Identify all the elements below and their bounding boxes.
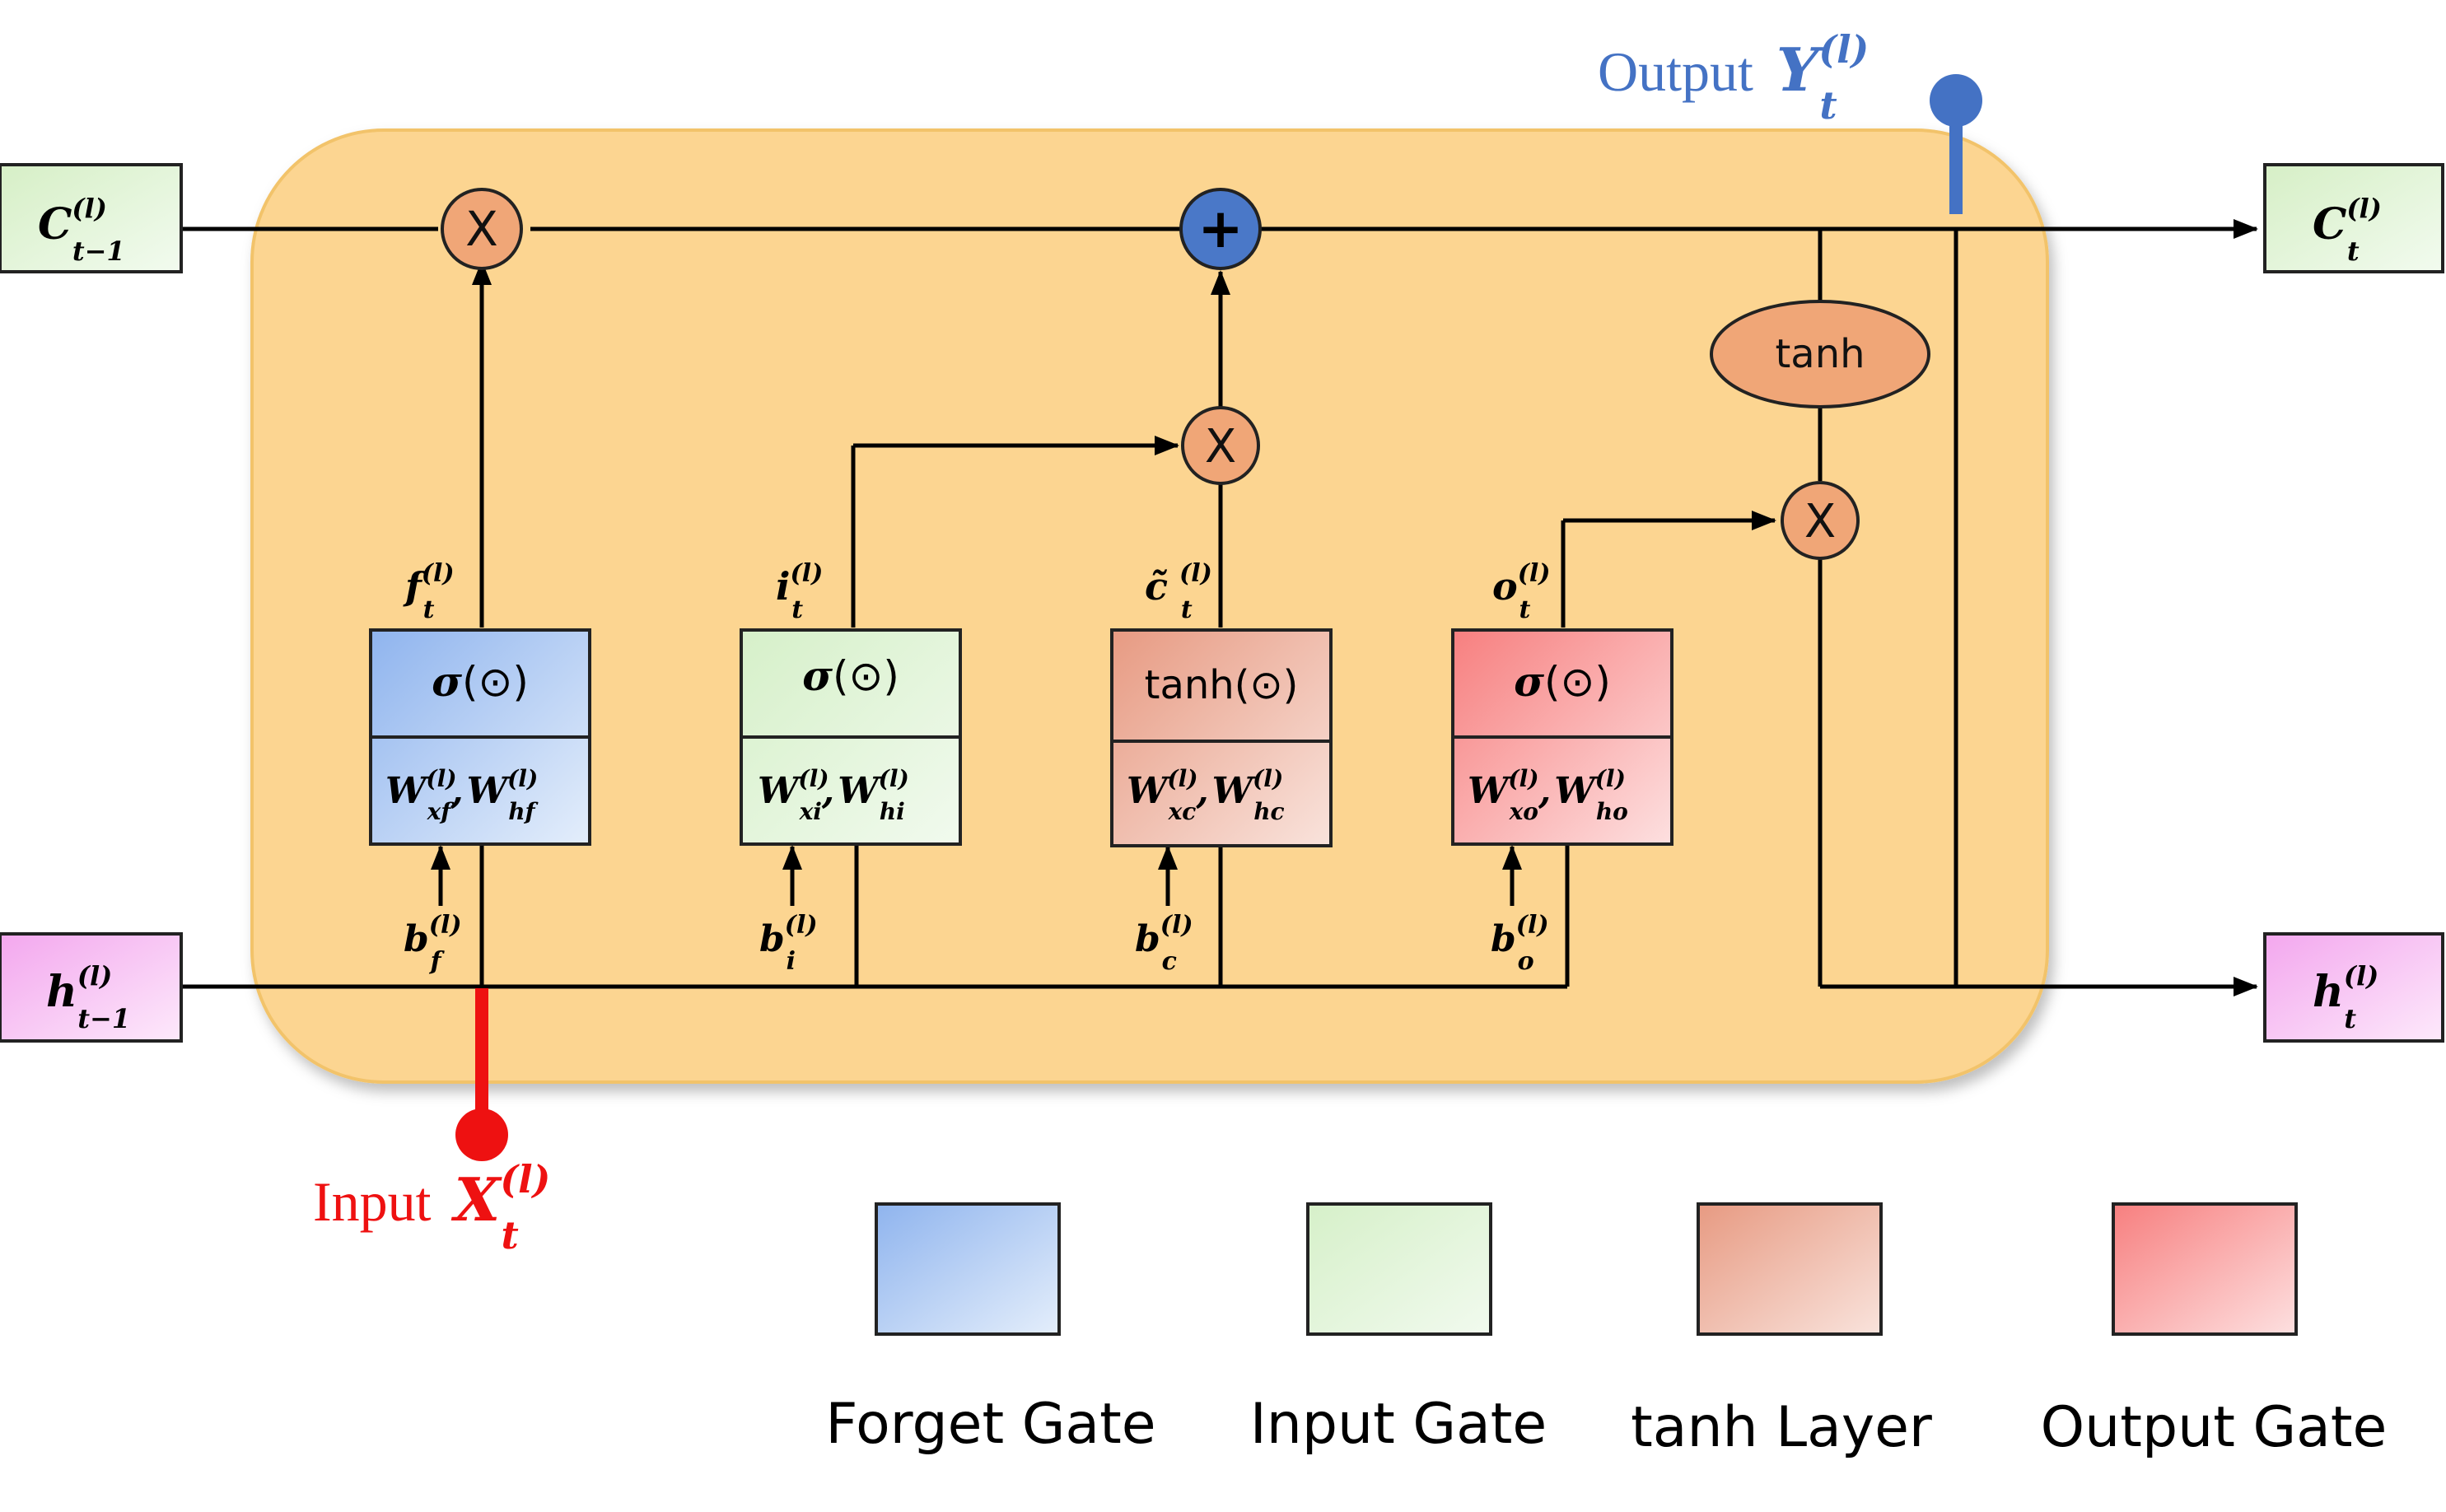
tanh-ellipse: tanh (1710, 300, 1930, 408)
legend-label-output: Output Gate (2041, 1395, 2388, 1460)
multiply-symbol: X (465, 201, 498, 257)
legend-label-input: Input Gate (1250, 1392, 1547, 1457)
tanh-label: tanh (1775, 331, 1865, 377)
add-op: + (1179, 188, 1262, 270)
output-gate-function: σ(⊙) (1514, 657, 1611, 706)
output-bias-label: b(l)o (1491, 911, 1549, 976)
legend: Forget Gate Input Gate tanh Layer Output… (825, 1202, 2388, 1460)
multiply-op-input: X (1181, 406, 1260, 485)
legend-item-input: Input Gate (1250, 1202, 1547, 1457)
tanh-layer-output-label: c̃(l)t (1145, 559, 1212, 624)
input-gate-function: σ(⊙) (802, 651, 899, 700)
legend-item-output: Output Gate (2041, 1202, 2388, 1460)
tanh-layer-function: tanh(⊙) (1145, 662, 1299, 708)
input-gate-weights: W(l)xi,W(l)hi (758, 765, 909, 825)
input-bias-label: b(l)i (759, 911, 818, 976)
multiply-op-forget: X (441, 188, 523, 270)
output-gate-output-label: o(l)t (1492, 559, 1550, 624)
legend-label-forget: Forget Gate (825, 1392, 1155, 1457)
tanh-layer-box: tanh(⊙) W(l)xc,W(l)hc (1110, 628, 1333, 847)
connections (181, 219, 2258, 996)
input-terminal (455, 1108, 508, 1161)
multiply-symbol: X (1205, 420, 1236, 474)
multiply-op-output: X (1781, 481, 1860, 560)
add-symbol: + (1197, 197, 1243, 260)
input-gate-box: σ(⊙) W(l)xi,W(l)hi (740, 628, 962, 846)
cell-state-prev-box: C(l)t−1 (0, 163, 183, 273)
legend-item-tanh: tanh Layer (1631, 1202, 1932, 1460)
hidden-state-prev-box: h(l)t−1 (0, 932, 183, 1043)
legend-swatch-input (1306, 1202, 1492, 1336)
hidden-state-next-box: h(l)t (2263, 932, 2444, 1043)
cell-state-next-label: C(l)t (2313, 193, 2382, 267)
legend-swatch-tanh (1697, 1202, 1883, 1336)
output-gate-weights: W(l)xo,W(l)ho (1468, 765, 1628, 825)
forget-gate-output-label: f(l)t (403, 559, 455, 624)
cell-state-next-box: C(l)t (2263, 163, 2444, 273)
legend-item-forget: Forget Gate (825, 1202, 1156, 1457)
forget-gate-function: σ(⊙) (432, 657, 529, 706)
cell-state-prev-label: C(l)t−1 (38, 193, 125, 267)
tanh-layer-weights: W(l)xc,W(l)hc (1127, 765, 1285, 825)
output-terminal (1930, 74, 1982, 127)
legend-swatch-forget (875, 1202, 1061, 1336)
forget-gate-weights: W(l)xf,W(l)hf (385, 765, 539, 825)
multiply-symbol: X (1804, 495, 1836, 548)
input-gate-output-label: i(l)t (776, 559, 823, 624)
forget-gate-box: σ(⊙) W(l)xf,W(l)hf (369, 628, 591, 846)
output-gate-box: σ(⊙) W(l)xo,W(l)ho (1451, 628, 1673, 846)
legend-swatch-output (2112, 1202, 2298, 1336)
tanh-bias-label: b(l)c (1135, 911, 1193, 976)
hidden-state-next-label: h(l)t (2313, 960, 2378, 1034)
legend-label-tanh: tanh Layer (1631, 1395, 1932, 1460)
hidden-state-prev-label: h(l)t−1 (46, 960, 130, 1034)
